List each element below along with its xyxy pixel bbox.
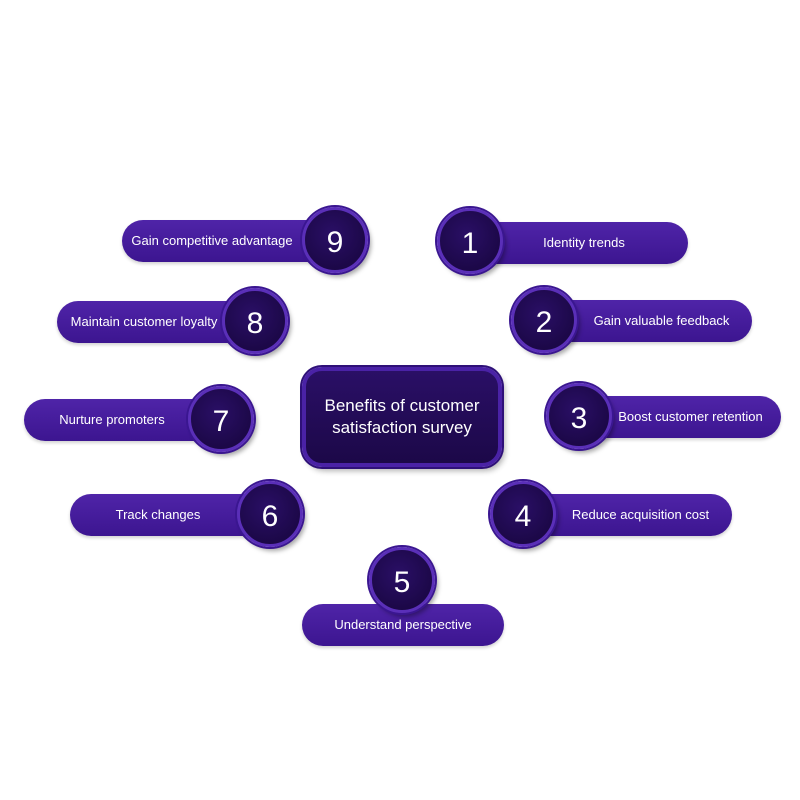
item-6-pill: Track changes xyxy=(70,494,270,536)
item-4-label: Reduce acquisition cost xyxy=(571,507,710,522)
item-3-pill: Boost customer retention xyxy=(580,396,781,438)
item-1-label: Identity trends xyxy=(543,235,625,250)
item-1-pill: Identity trends xyxy=(470,222,688,264)
item-4-pill: Reduce acquisition cost xyxy=(525,494,732,536)
item-5-number: 5 xyxy=(369,547,435,613)
item-2-pill: Gain valuable feedback xyxy=(545,300,752,342)
item-3-label: Boost customer retention xyxy=(618,409,763,424)
item-9-label: Gain competitive advantage xyxy=(131,233,293,248)
item-6-number: 6 xyxy=(237,481,303,547)
item-2-label: Gain valuable feedback xyxy=(593,313,730,328)
center-title: Benefits of customer satisfaction survey xyxy=(317,395,487,439)
item-3-number: 3 xyxy=(546,383,612,449)
center-title-line1: Benefits of customer xyxy=(324,396,480,415)
item-4-number: 4 xyxy=(490,481,556,547)
item-8-label: Maintain customer loyalty xyxy=(70,314,218,329)
item-7-label: Nurture promoters xyxy=(59,412,165,427)
item-7-number: 7 xyxy=(188,386,254,452)
item-2-number: 2 xyxy=(511,287,577,353)
item-6-label: Track changes xyxy=(115,507,201,522)
item-8-number: 8 xyxy=(222,288,288,354)
center-title-box: Benefits of customer satisfaction survey xyxy=(302,367,502,467)
item-9-pill: Gain competitive advantage xyxy=(122,220,332,262)
item-1-number: 1 xyxy=(437,208,503,274)
item-5-label: Understand perspective xyxy=(334,617,472,632)
item-5-pill: Understand perspective xyxy=(302,604,504,646)
center-title-line2: satisfaction survey xyxy=(332,418,472,437)
item-9-number: 9 xyxy=(302,207,368,273)
